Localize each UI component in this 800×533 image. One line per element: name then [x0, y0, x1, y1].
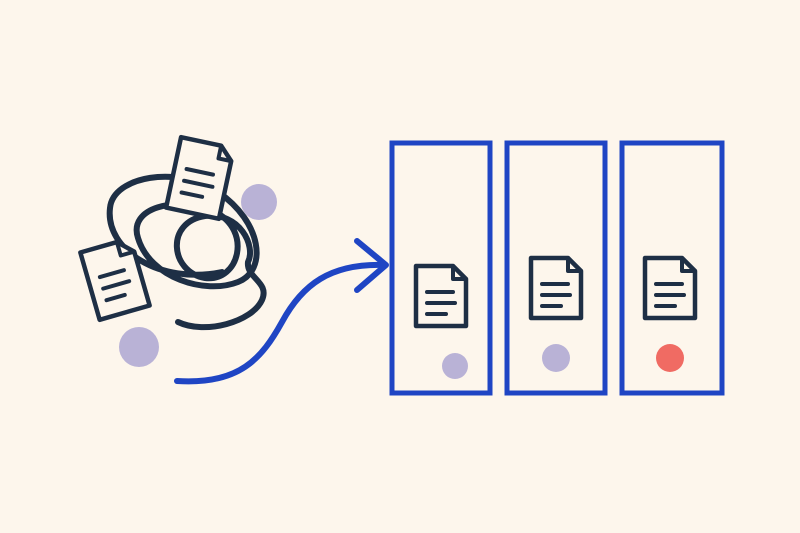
document-icon — [78, 239, 152, 323]
folder-1 — [389, 140, 493, 396]
folder-status-dot — [542, 344, 570, 372]
folder-frame — [389, 140, 493, 396]
document-icon — [413, 263, 469, 329]
lavender-dot-left-top — [241, 184, 277, 220]
folder-frame — [619, 140, 725, 396]
folder-frame — [504, 140, 608, 396]
arrow-curve — [174, 261, 388, 385]
folder-3 — [619, 140, 725, 396]
document-icon — [163, 134, 234, 222]
folder-2 — [504, 140, 608, 396]
document-icon — [642, 255, 698, 321]
folder-status-dot — [656, 344, 684, 372]
lavender-dot-left-bottom — [119, 327, 159, 367]
folder-status-dot — [442, 353, 468, 379]
arrow-head-icon — [354, 238, 389, 293]
document-icon — [528, 255, 584, 321]
